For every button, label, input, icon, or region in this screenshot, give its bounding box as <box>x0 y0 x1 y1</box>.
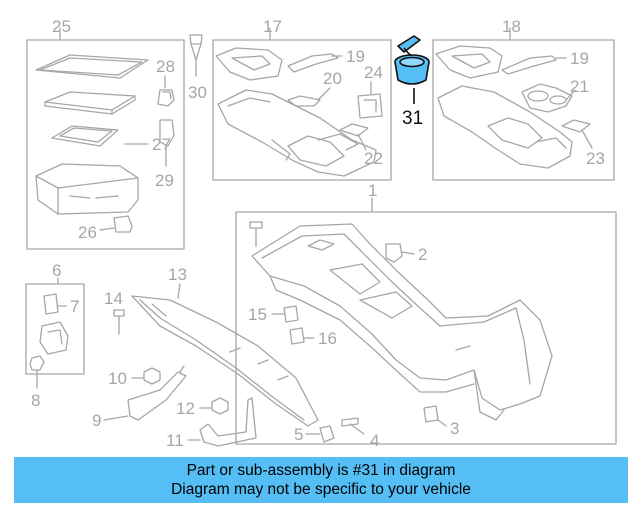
callout-19a: 19 <box>346 47 365 66</box>
parts-diagram: 25 17 18 28 30 27 29 26 19 20 24 22 31 1… <box>25 17 617 450</box>
push-pin-30 <box>189 34 203 77</box>
assembly-box-1 <box>235 197 617 445</box>
nut-12 <box>211 397 229 415</box>
callout-9: 9 <box>92 411 101 430</box>
callout-30: 30 <box>188 83 207 102</box>
callout-5: 5 <box>294 425 303 444</box>
trim-strip-19b <box>501 55 557 75</box>
armrest-base <box>35 163 139 215</box>
nut-10 <box>143 367 161 385</box>
callout-28: 28 <box>156 57 175 76</box>
callout-16: 16 <box>318 329 337 348</box>
tray-insert-27 <box>51 125 119 147</box>
assembly-box-6 <box>25 277 85 375</box>
bracket-9 <box>127 365 187 421</box>
callout-8: 8 <box>31 391 40 410</box>
clip-5 <box>319 425 335 443</box>
callout-31: 31 <box>402 108 423 129</box>
trim-strip-19a <box>287 53 339 73</box>
screw-4 <box>341 417 365 435</box>
callout-2: 2 <box>418 245 427 264</box>
console-top-panel-b <box>437 85 573 169</box>
bolt-1 <box>249 221 263 247</box>
clip-2 <box>385 243 403 263</box>
callout-25: 25 <box>52 17 71 36</box>
callout-3: 3 <box>450 419 459 438</box>
callout-10: 10 <box>108 369 127 388</box>
callout-23: 23 <box>586 149 605 168</box>
screw-14 <box>113 309 125 335</box>
banner-line-disclaimer: Diagram may not be specific to your vehi… <box>171 481 471 498</box>
mat-23 <box>561 119 591 133</box>
callout-29: 29 <box>155 171 174 190</box>
callout-14: 14 <box>104 289 123 308</box>
callout-4: 4 <box>370 431 379 450</box>
console-top-panel <box>217 89 377 177</box>
mat-22 <box>339 123 369 137</box>
cup-holder-insert-21 <box>521 83 573 113</box>
callout-24: 24 <box>364 63 383 82</box>
info-banner: Part or sub-assembly is #31 in diagram D… <box>14 457 628 503</box>
callout-19b: 19 <box>570 49 589 68</box>
callout-13: 13 <box>168 265 187 284</box>
bracket-11 <box>199 397 257 447</box>
callout-12: 12 <box>176 399 195 418</box>
callout-6: 6 <box>52 261 61 280</box>
clip-24 <box>357 93 383 119</box>
shifter-bezel-b <box>435 45 503 79</box>
assembly-box-18 <box>432 27 615 181</box>
nut-8 <box>29 355 45 389</box>
callout-20: 20 <box>323 69 342 88</box>
clip-3 <box>423 405 439 423</box>
cup-holder-31-highlight <box>394 35 430 104</box>
hinge-26 <box>113 215 133 233</box>
callout-7: 7 <box>70 297 79 316</box>
callout-27: 27 <box>152 135 171 154</box>
callout-labels: 25 17 18 28 30 27 29 26 19 20 24 22 31 1… <box>31 17 605 450</box>
bracket-6 <box>39 293 69 355</box>
armrest-lid-panel <box>35 54 149 79</box>
callout-15: 15 <box>248 305 267 324</box>
center-console-body <box>251 223 553 421</box>
assembly-box-25 <box>26 27 185 250</box>
callout-11: 11 <box>166 431 184 450</box>
callout-22: 22 <box>364 149 383 168</box>
latch-29 <box>159 119 175 147</box>
callout-18: 18 <box>502 17 521 36</box>
side-trim-panel-13 <box>131 283 319 427</box>
clip-15 <box>283 305 299 323</box>
assembly-box-17 <box>212 27 392 181</box>
seal-20 <box>287 95 321 107</box>
callout-26: 26 <box>78 223 97 242</box>
armrest-pad <box>44 91 136 115</box>
callout-1: 1 <box>368 181 377 200</box>
callout-17: 17 <box>263 17 282 36</box>
callout-21: 21 <box>570 77 589 96</box>
clip-16 <box>289 327 305 345</box>
banner-line-part: Part or sub-assembly is #31 in diagram <box>186 462 456 479</box>
shifter-bezel <box>215 47 283 81</box>
latch-28 <box>157 89 175 107</box>
